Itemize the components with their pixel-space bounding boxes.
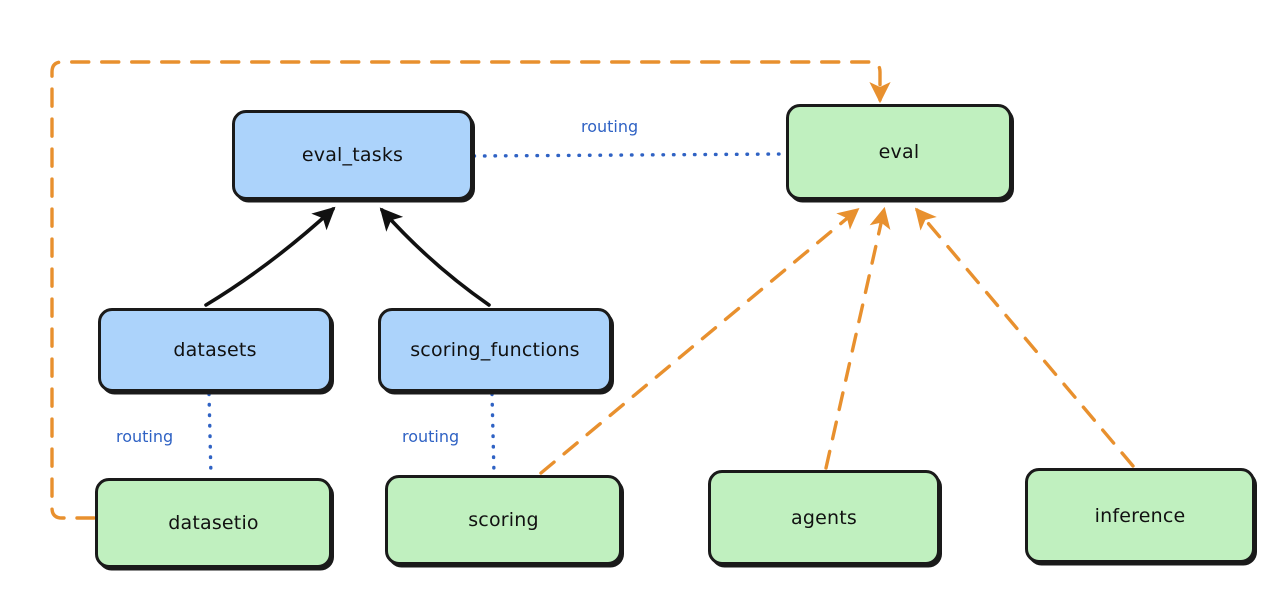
node-eval-tasks[interactable]: eval_tasks (232, 110, 473, 200)
edge-datasetio-to-eval (50, 60, 891, 520)
node-label-scoring: scoring (468, 509, 539, 531)
node-label-scoring-functions: scoring_functions (410, 339, 580, 361)
node-agents[interactable]: agents (708, 470, 940, 565)
node-label-datasetio: datasetio (168, 512, 259, 534)
node-label-agents: agents (791, 506, 857, 529)
edge-datasets-to-eval-tasks (204, 206, 336, 307)
node-datasetio[interactable]: datasetio (95, 478, 332, 568)
node-eval[interactable]: eval (786, 104, 1012, 200)
node-label-datasets: datasets (173, 339, 257, 361)
edge-label-routing-scoring-functions: routing (399, 427, 463, 446)
edge-label-routing-eval-tasks-eval: routing (578, 117, 642, 136)
edge-inference-to-eval (914, 207, 1135, 468)
edge-scoring-to-eval (539, 207, 860, 475)
node-label-inference: inference (1094, 504, 1186, 527)
node-label-eval: eval (878, 141, 920, 163)
node-inference[interactable]: inference (1025, 468, 1255, 563)
edge-datasets-to-datasetio (207, 392, 213, 479)
edge-scoring-functions-to-eval-tasks (379, 207, 491, 307)
edge-eval-tasks-to-eval (472, 152, 787, 158)
edge-label-routing-datasets: routing (113, 427, 177, 446)
node-datasets[interactable]: datasets (98, 308, 332, 392)
node-scoring[interactable]: scoring (385, 475, 622, 565)
node-scoring-functions[interactable]: scoring_functions (378, 308, 612, 392)
node-label-eval-tasks: eval_tasks (301, 144, 404, 166)
edge-scoring-functions-to-scoring (490, 392, 496, 476)
edge-agents-to-eval (824, 206, 891, 470)
